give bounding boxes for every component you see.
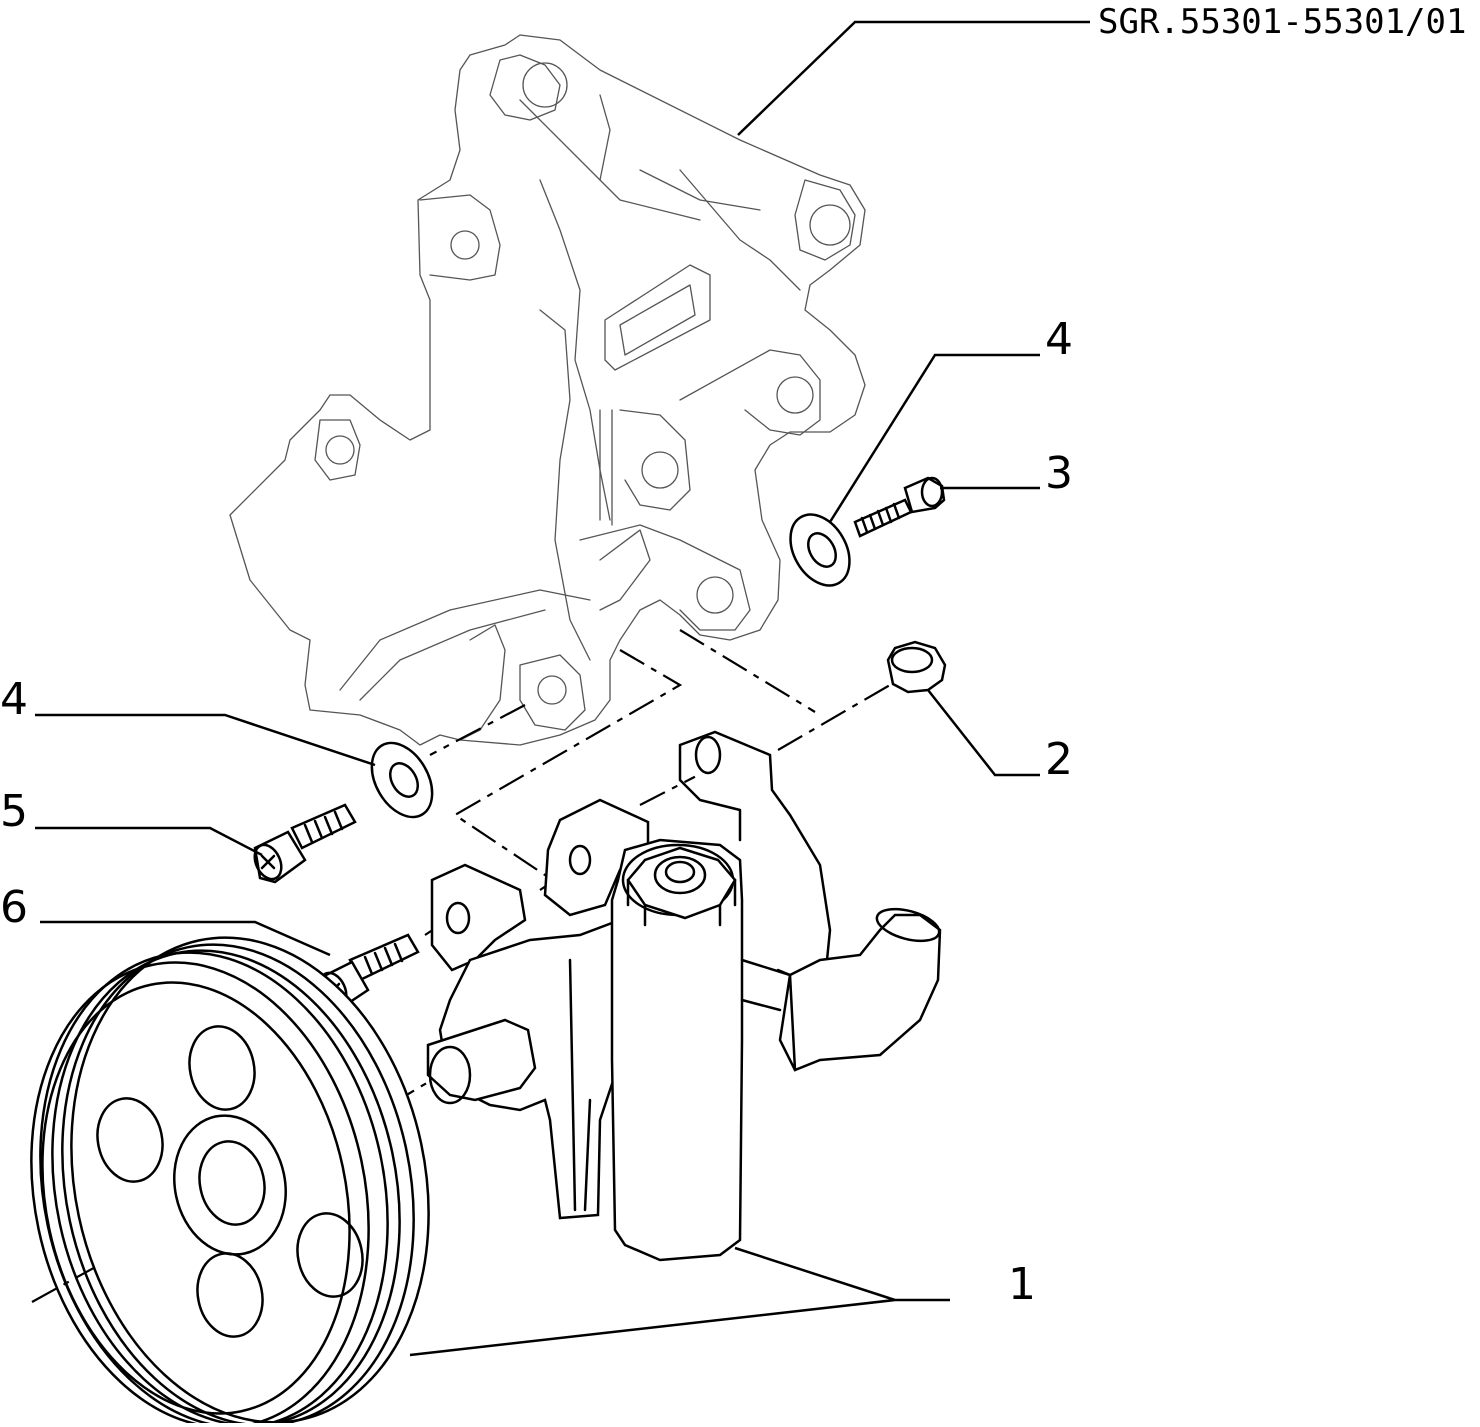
leader-4-left (35, 713, 376, 767)
part-4-washer-upper (789, 513, 851, 587)
part-1-pump-body (426, 730, 942, 1262)
leader-5 (35, 826, 263, 857)
leader-1 (409, 1246, 950, 1357)
callout-5: 5 (0, 786, 28, 837)
part-5-cap-screw (253, 803, 357, 884)
callout-6: 6 (0, 882, 28, 933)
part-4-washer-lower (370, 741, 434, 819)
part-3-bolt (853, 476, 946, 538)
leader-lines (35, 20, 1090, 1357)
pulley (30, 936, 430, 1427)
callout-4-top: 4 (1045, 314, 1073, 365)
leader-4-top (828, 353, 1040, 523)
drawing-code-label: SGR.55301-55301/01 (1098, 2, 1467, 42)
leader-drawing-code (737, 20, 1090, 136)
part-2-bushing (886, 640, 947, 694)
callout-1: 1 (1008, 1259, 1036, 1310)
callout-4-left: 4 (0, 674, 28, 725)
callout-3: 3 (1045, 448, 1073, 499)
callout-2: 2 (1045, 734, 1073, 785)
leader-2 (927, 689, 1040, 777)
mounting-bracket (229, 34, 866, 746)
leader-6 (40, 920, 331, 957)
